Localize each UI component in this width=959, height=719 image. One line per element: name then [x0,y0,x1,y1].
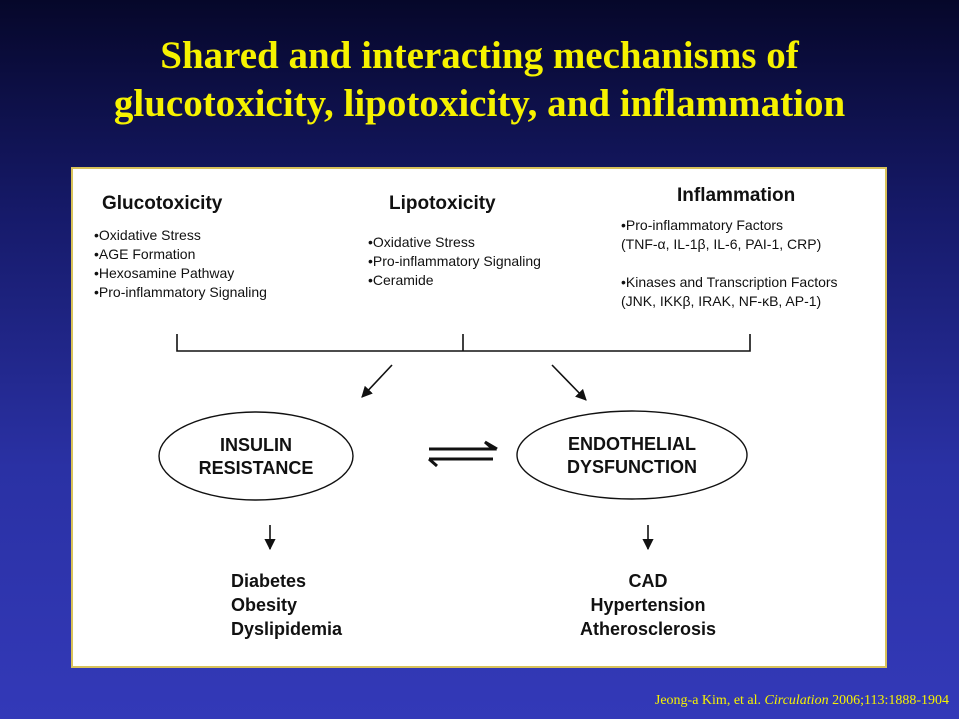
citation-ref: 2006;113:1888-1904 [832,693,949,708]
list-item: (TNF-α, IL-1β, IL-6, PAI-1, CRP) [621,236,822,252]
list-item: •Oxidative Stress [94,227,201,243]
citation-journal: Circulation [764,693,829,708]
list-item: •Pro-inflammatory Factors [621,217,784,233]
glucotoxicity-heading: Glucotoxicity [102,193,223,214]
endothelial-dysfunction-label: ENDOTHELIAL DYSFUNCTION [547,433,717,479]
insulin-resistance-line-2: RESISTANCE [198,458,314,478]
right-outcomes-list: CAD Hypertension Atherosclerosis [553,569,743,641]
slide-title: Shared and interacting mechanisms of glu… [0,32,959,128]
insulin-resistance-ellipse [158,411,354,501]
diagram-panel: Glucotoxicity •Oxidative Stress •AGE For… [71,167,887,668]
citation-authors: Jeong-a Kim, et al. [654,693,762,708]
bracket-line [176,334,751,352]
list-item: •Pro-inflammatory Signaling [94,284,267,300]
insulin-resistance-label: INSULIN RESISTANCE [176,434,336,480]
endothelial-dysfunction-line-2: DYSFUNCTION [567,457,697,477]
endothelial-dysfunction-ellipse [516,410,748,500]
list-item: CAD [628,571,668,591]
lipotoxicity-heading: Lipotoxicity [389,193,496,214]
list-item: •AGE Formation [94,246,196,262]
arrow-right-to-endothelial [429,440,498,451]
lipotoxicity-list: •Oxidative Stress •Pro-inflammatory Sign… [368,233,541,290]
citation: Jeong-a Kim, et al. Circulation 2006;113… [655,693,949,709]
arrow-left-to-insulin [428,457,493,468]
slide-title-line-1: Shared and interacting mechanisms of [160,34,799,77]
inflammation-heading: Inflammation [677,185,796,206]
list-item: •Pro-inflammatory Signaling [368,253,541,269]
list-item: Atherosclerosis [579,619,717,639]
diagram-connectors [158,334,751,551]
arrow-to-insulin-resistance [361,364,393,398]
list-item: Dyslipidemia [231,619,343,639]
list-item: •Ceramide [368,272,434,288]
list-item: (JNK, IKKβ, IRAK, NF-κB, AP-1) [621,293,822,309]
list-item: Hypertension [590,595,706,615]
inflammation-list: •Pro-inflammatory Factors (TNF-α, IL-1β,… [621,216,838,311]
endothelial-dysfunction-line-1: ENDOTHELIAL [568,434,696,454]
list-spacer [621,254,838,273]
list-item: •Hexosamine Pathway [94,265,235,281]
left-outcomes-list: Diabetes Obesity Dyslipidemia [231,569,342,641]
list-item: •Oxidative Stress [368,234,475,250]
list-item: Obesity [231,595,298,615]
slide-title-line-2: glucotoxicity, lipotoxicity, and inflamm… [113,82,846,125]
glucotoxicity-list: •Oxidative Stress •AGE Formation •Hexosa… [94,226,267,302]
insulin-resistance-line-1: INSULIN [220,435,292,455]
list-item: Diabetes [231,571,307,591]
list-item: •Kinases and Transcription Factors [621,274,838,290]
arrow-to-endothelial-dysfunction [551,364,587,401]
